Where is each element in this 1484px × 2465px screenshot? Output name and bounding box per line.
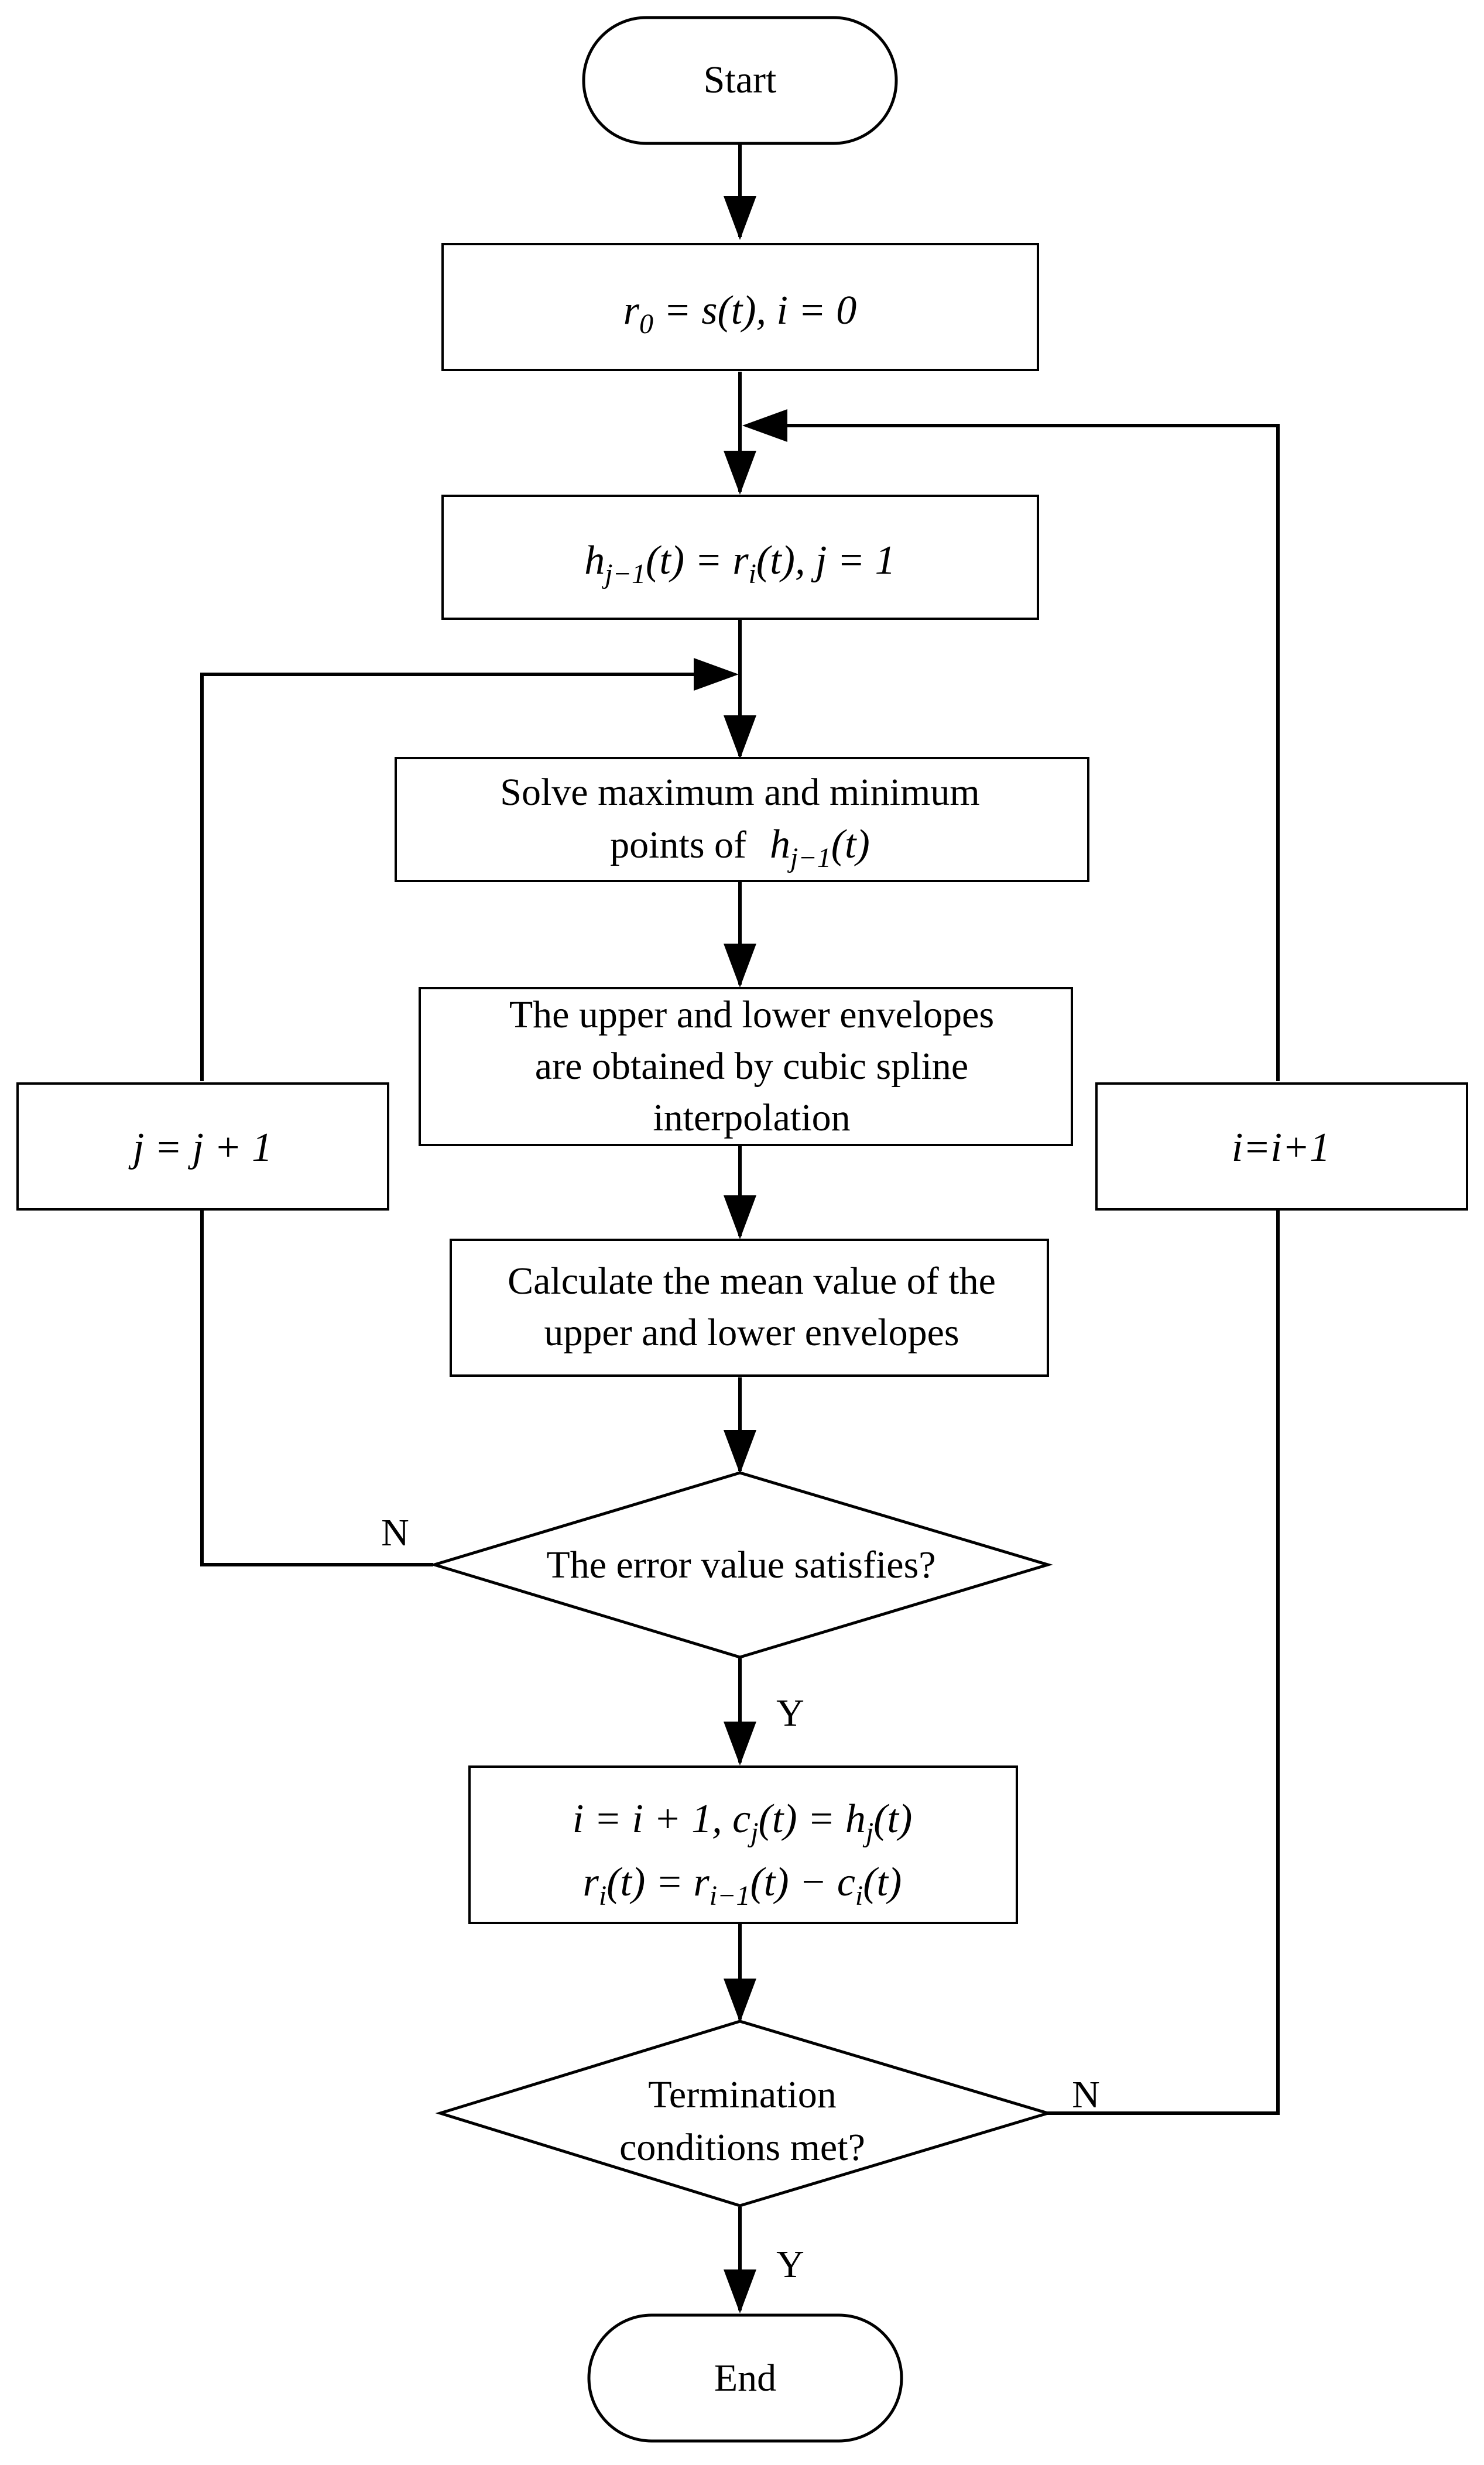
envelopes-box: The upper and lower envelopes are obtain… <box>419 987 1073 1146</box>
solve-line1: Solve maximum and minimum <box>500 771 979 814</box>
decision-error: The error value satisfies? <box>429 1471 1053 1659</box>
mean-line1: Calculate the mean value of the <box>508 1260 996 1302</box>
h-init-box: hj−1(t) = ri(t), j = 1 <box>441 495 1039 620</box>
arrowhead <box>742 409 787 442</box>
arrowhead <box>724 1195 756 1239</box>
envelopes-line3: interpolation <box>653 1096 850 1139</box>
edge-label-no-term: N <box>1072 2073 1100 2116</box>
arrowhead <box>724 715 756 759</box>
i-update-label: i=i+1 <box>1232 1125 1330 1170</box>
h-init-formula: hj−1(t) = ri(t), j = 1 <box>584 538 895 589</box>
arrowhead <box>694 658 739 691</box>
end-node: End <box>587 2313 903 2443</box>
connectors <box>200 143 1280 2310</box>
i-update-box: i=i+1 <box>1095 1082 1468 1211</box>
decision-termination: Termination conditions met? <box>435 2020 1053 2207</box>
arrowhead <box>724 1430 756 1474</box>
loop-i-connector-up <box>746 424 1280 1081</box>
init-box: r0 = s(t), i = 0 <box>441 243 1039 371</box>
edge-label-yes-error: Y <box>776 1692 804 1734</box>
start-node: Start <box>582 16 898 145</box>
mean-line2: upper and lower envelopes <box>544 1311 959 1354</box>
end-label: End <box>714 2357 776 2399</box>
loop-j-connector <box>200 1210 433 1566</box>
arrowhead <box>724 1722 756 1765</box>
loop-i-connector <box>1046 1210 1280 2115</box>
j-update-box: j = j + 1 <box>16 1082 389 1211</box>
j-update-label: j = j + 1 <box>128 1125 272 1170</box>
arrowhead <box>724 944 756 988</box>
update-line1: i = i + 1, cj(t) = hj(t) <box>573 1797 913 1848</box>
init-formula: r0 = s(t), i = 0 <box>623 288 856 340</box>
edge-label-no-error: N <box>381 1511 409 1554</box>
decision-termination-line2: conditions met? <box>619 2126 865 2169</box>
edge-label-yes-term: Y <box>776 2243 804 2286</box>
start-label: Start <box>704 59 777 101</box>
envelopes-line1: The upper and lower envelopes <box>509 993 994 1036</box>
arrowhead <box>724 451 756 495</box>
decision-termination-line1: Termination <box>648 2073 837 2116</box>
arrowhead <box>724 1979 756 2022</box>
mean-box: Calculate the mean value of the upper an… <box>450 1239 1049 1377</box>
arrowhead <box>724 196 756 240</box>
update-box: i = i + 1, cj(t) = hj(t) ri(t) = ri−1(t)… <box>468 1765 1018 1924</box>
update-line2: ri(t) = ri−1(t) − ci(t) <box>583 1860 902 1911</box>
arrowhead <box>724 2269 756 2313</box>
loop-j-connector-up <box>200 673 702 1081</box>
envelopes-line2: are obtained by cubic spline <box>535 1045 968 1088</box>
arrowheads <box>694 196 787 2313</box>
decision-error-label: The error value satisfies? <box>546 1544 935 1586</box>
